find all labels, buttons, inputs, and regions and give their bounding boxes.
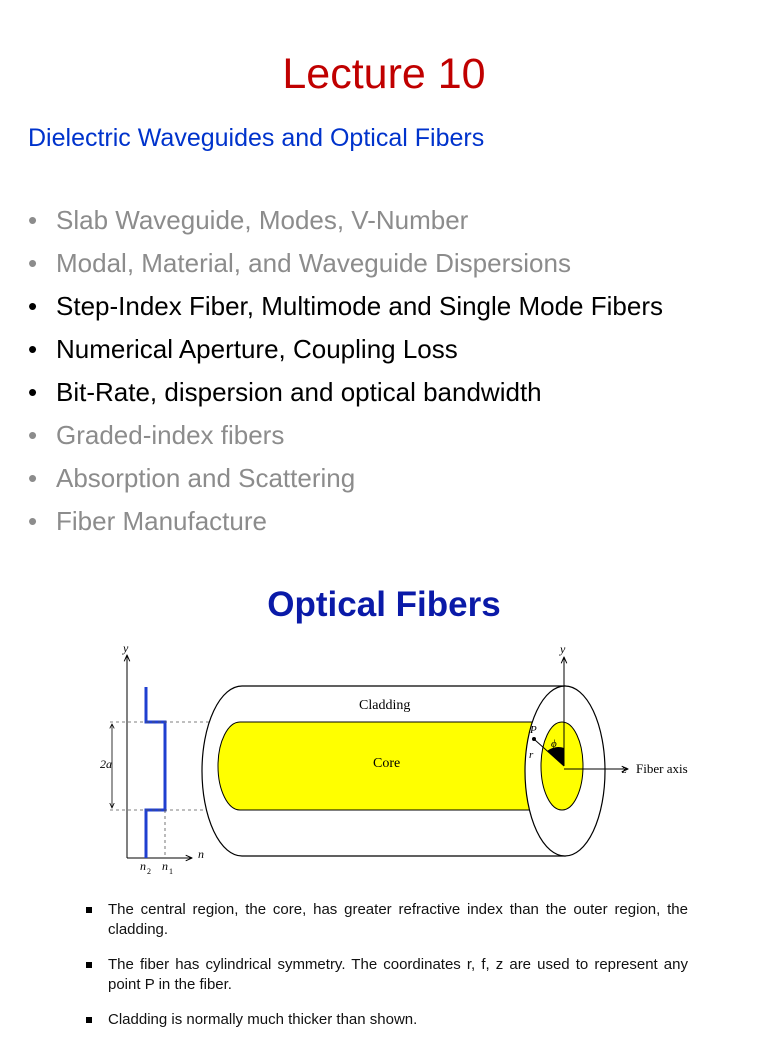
bullet-icon: • (28, 205, 38, 235)
note-list: The central region, the core, has greate… (84, 900, 688, 1045)
bullet-icon: • (28, 377, 38, 407)
topic-label: Modal, Material, and Waveguide Dispersio… (56, 248, 571, 278)
note-item: The fiber has cylindrical symmetry. The … (84, 955, 688, 995)
section-title: Optical Fibers (267, 585, 501, 624)
angle-wedge (547, 747, 564, 766)
note-text: Cladding is normally much thicker than s… (108, 1011, 418, 1028)
lecture-subtitle: Dielectric Waveguides and Optical Fibers (28, 124, 485, 152)
topic-item: • Graded-index fibers (28, 414, 663, 457)
bullet-icon: • (28, 334, 38, 364)
n1-subscript: 1 (169, 867, 173, 876)
index-step-curve (144, 687, 167, 858)
z-axis-label: z (621, 762, 627, 776)
topic-label: Graded-index fibers (56, 420, 285, 450)
topic-item: • Numerical Aperture, Coupling Loss (28, 328, 663, 371)
topic-label: Step-Index Fiber, Multimode and Single M… (56, 291, 663, 321)
core-body (217, 721, 561, 811)
topic-item: • Slab Waveguide, Modes, V-Number (28, 199, 663, 242)
topic-label: Slab Waveguide, Modes, V-Number (56, 205, 469, 235)
point-p-label: P (529, 724, 537, 736)
profile-n-label: n (198, 847, 204, 861)
topic-item: • Step-Index Fiber, Multimode and Single … (28, 285, 663, 328)
profile-y-label: y (122, 641, 129, 655)
radius-label: r (529, 749, 534, 761)
topic-item: • Bit-Rate, dispersion and optical bandwi… (28, 371, 663, 414)
slide-page: Lecture 10 Dielectric Waveguides and Opt… (28, 50, 688, 1028)
topic-item: • Fiber Manufacture (28, 500, 663, 543)
fiber-axis-label: Fiber axis (636, 761, 688, 776)
bullet-icon: • (28, 506, 38, 536)
note-text: The fiber has cylindrical symmetry. The … (108, 956, 688, 993)
topic-list: • Slab Waveguide, Modes, V-Number • Modal,… (28, 199, 663, 543)
note-text: The central region, the core, has greate… (108, 901, 688, 938)
cladding-label: Cladding (359, 698, 410, 713)
bullet-icon: • (28, 291, 38, 321)
note-item: Cladding is normally much thicker than s… (84, 1010, 688, 1030)
bullet-icon: • (28, 248, 38, 278)
topic-item: • Absorption and Scattering (28, 457, 663, 500)
bullet-icon: • (28, 420, 38, 450)
topic-label: Numerical Aperture, Coupling Loss (56, 334, 458, 364)
square-bullet-icon (86, 907, 92, 913)
square-bullet-icon (86, 1017, 92, 1023)
angle-label: ϕ (551, 738, 557, 750)
core-end-face (540, 721, 584, 811)
square-bullet-icon (86, 962, 92, 968)
n2-label: n (140, 859, 146, 873)
optical-fiber-diagram: y n 2a n 2 n 1 Cladding Core y z (100, 641, 688, 876)
radius-line (534, 739, 565, 767)
topic-label: Bit-Rate, dispersion and optical bandwid… (56, 377, 542, 407)
topic-label: Absorption and Scattering (56, 463, 356, 493)
lecture-title: Lecture 10 (282, 50, 486, 98)
topic-item: • Modal, Material, and Waveguide Dispersi… (28, 242, 663, 285)
end-face-y-label: y (559, 642, 566, 656)
n1-label: n (162, 859, 168, 873)
point-p-marker (532, 737, 536, 741)
core-label: Core (373, 756, 400, 771)
bullet-icon: • (28, 463, 38, 493)
n2-subscript: 2 (147, 867, 151, 876)
diameter-label: 2a (100, 757, 112, 771)
fiber-cylinder: Cladding Core y z Fiber axis P r ϕ (201, 642, 688, 857)
topic-label: Fiber Manufacture (56, 506, 267, 536)
note-item: The central region, the core, has greate… (84, 900, 688, 940)
